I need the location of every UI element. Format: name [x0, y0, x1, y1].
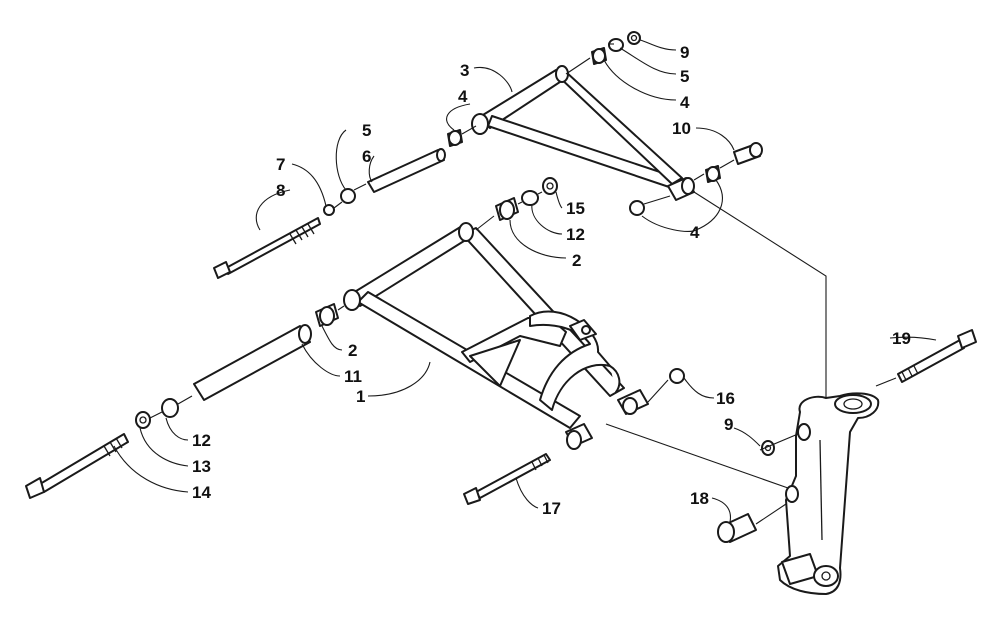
callout-1-lower-a-arm: 1 [356, 387, 365, 406]
callout-leaders [113, 39, 937, 523]
callout-11-sleeve: 11 [344, 367, 362, 386]
callout-14-bolt: 14 [192, 483, 211, 502]
callout-labels: 9 5 4 3 4 10 5 6 7 8 4 15 12 2 2 11 1 12… [192, 43, 911, 518]
callout-4-bushing-right: 4 [690, 223, 700, 242]
callout-7-washer: 7 [276, 155, 285, 174]
callout-2-bushing-left: 2 [348, 341, 357, 360]
callout-18-bushing: 18 [690, 489, 709, 508]
callout-16-nut: 16 [716, 389, 735, 408]
callout-4-bushing: 4 [680, 93, 690, 112]
callout-12-washer: 12 [566, 225, 585, 244]
callout-9-nut: 9 [680, 43, 689, 62]
callout-12-washer-left: 12 [192, 431, 211, 450]
callout-9-nut-spindle: 9 [724, 415, 733, 434]
callout-5-spacer-left: 5 [362, 121, 371, 140]
upper-bushings [213, 31, 763, 279]
callout-13-washer: 13 [192, 457, 211, 476]
callout-10-sleeve: 10 [672, 119, 691, 138]
lower-a-arm [343, 222, 649, 450]
lower-bushings [25, 177, 685, 505]
callout-5-spacer: 5 [680, 67, 689, 86]
callout-4-bushing-left: 4 [458, 87, 468, 106]
callout-8-bolt: 8 [276, 181, 285, 200]
callout-17-bolt: 17 [542, 499, 561, 518]
assembly-lines [149, 43, 897, 525]
upper-a-arm [471, 65, 695, 201]
callout-2-bushing: 2 [572, 251, 581, 270]
callout-19-bolt: 19 [892, 329, 911, 348]
callout-3-upper-a-arm: 3 [460, 61, 469, 80]
callout-6-sleeve: 6 [362, 147, 371, 166]
spindle [717, 329, 977, 595]
callout-15-nut: 15 [566, 199, 585, 218]
